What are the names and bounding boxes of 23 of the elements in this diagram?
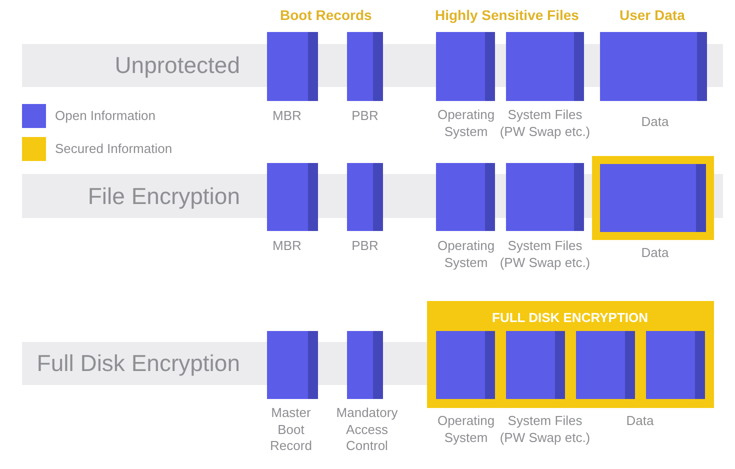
block-caption: Operating System xyxy=(436,238,496,271)
legend-text: Secured Information xyxy=(55,141,172,157)
block-caption: PBR xyxy=(350,238,380,254)
block-caption: PBR xyxy=(350,108,380,124)
block-caption: MBR xyxy=(272,238,302,254)
block-caption: System Files (PW Swap etc.) xyxy=(498,413,592,446)
block-caption: Data xyxy=(640,114,670,130)
column-header: Highly Sensitive Files xyxy=(435,7,579,23)
block-caption: Operating System xyxy=(436,413,496,446)
block-caption: System Files (PW Swap etc.) xyxy=(498,238,592,271)
column-header: Boot Records xyxy=(280,7,372,23)
data-block xyxy=(576,331,635,399)
block-caption: Data xyxy=(640,245,670,262)
block-caption: MBR xyxy=(272,108,302,124)
block-caption: Operating System xyxy=(436,107,496,140)
block-caption: System Files (PW Swap etc.) xyxy=(498,107,592,140)
data-block xyxy=(646,331,705,399)
group-title: FULL DISK ENCRYPTION xyxy=(492,310,648,325)
block-caption: Master Boot Record xyxy=(269,405,313,454)
block-caption: Mandatory Access Control xyxy=(335,405,399,454)
column-header: User Data xyxy=(620,7,685,23)
block-caption: Data xyxy=(625,413,655,430)
legend-text: Open Information xyxy=(55,108,156,124)
